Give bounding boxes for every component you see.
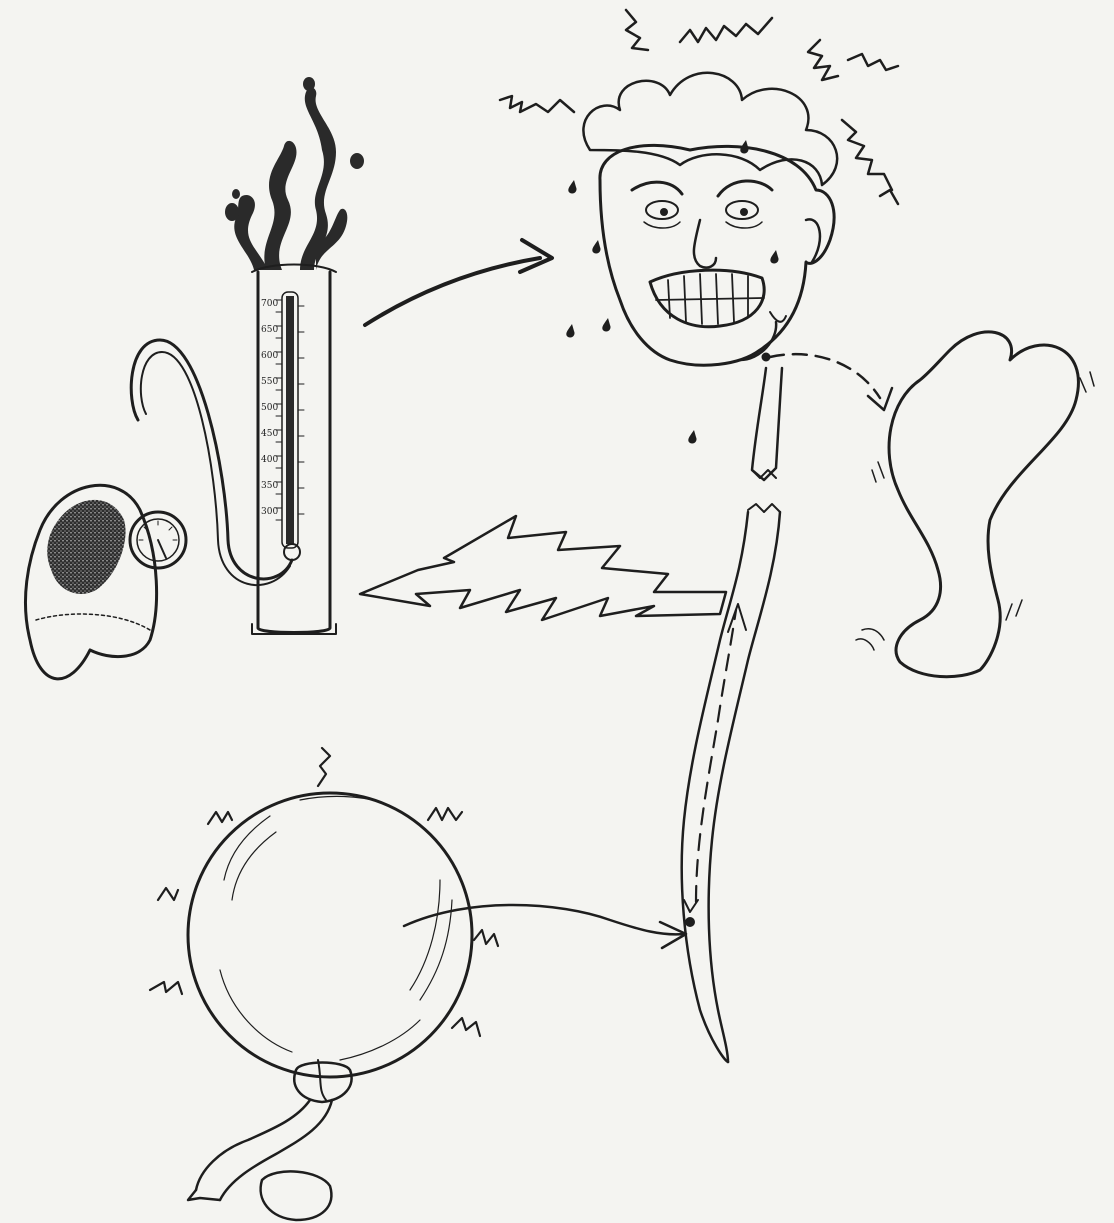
arrow-spine-to-heart xyxy=(770,354,880,398)
pressure-dial-icon xyxy=(130,512,186,568)
steam-swirls xyxy=(225,77,364,270)
arrow-head xyxy=(520,240,552,272)
blood-pressure-cuff-icon xyxy=(25,485,156,679)
scale-label: 350 xyxy=(261,481,278,491)
scale-label: 650 xyxy=(261,325,278,335)
scale-label: 500 xyxy=(261,403,278,413)
scale-label: 300 xyxy=(261,507,278,517)
arrow-gauge-to-face xyxy=(365,258,540,325)
scale-label: 450 xyxy=(261,429,278,439)
scale-label: 700 xyxy=(261,299,278,309)
manometer-scale: 700 650 600 550 500 450 400 350 300 xyxy=(261,299,278,517)
scale-label: 550 xyxy=(261,377,278,387)
bladder-icon xyxy=(150,748,498,1220)
blood-pressure-gauge-icon: 700 650 600 550 500 450 400 350 300 xyxy=(25,77,364,679)
nerve-signal-lightning-icon xyxy=(360,516,726,620)
heart-icon xyxy=(856,332,1094,677)
mercury-column xyxy=(286,296,294,544)
spinal-cord-icon xyxy=(682,353,782,1063)
scale-label: 400 xyxy=(261,455,278,465)
arrow-bladder-to-spine xyxy=(404,905,684,934)
scale-label: 600 xyxy=(261,351,278,361)
stressed-man-face-icon xyxy=(500,10,898,444)
